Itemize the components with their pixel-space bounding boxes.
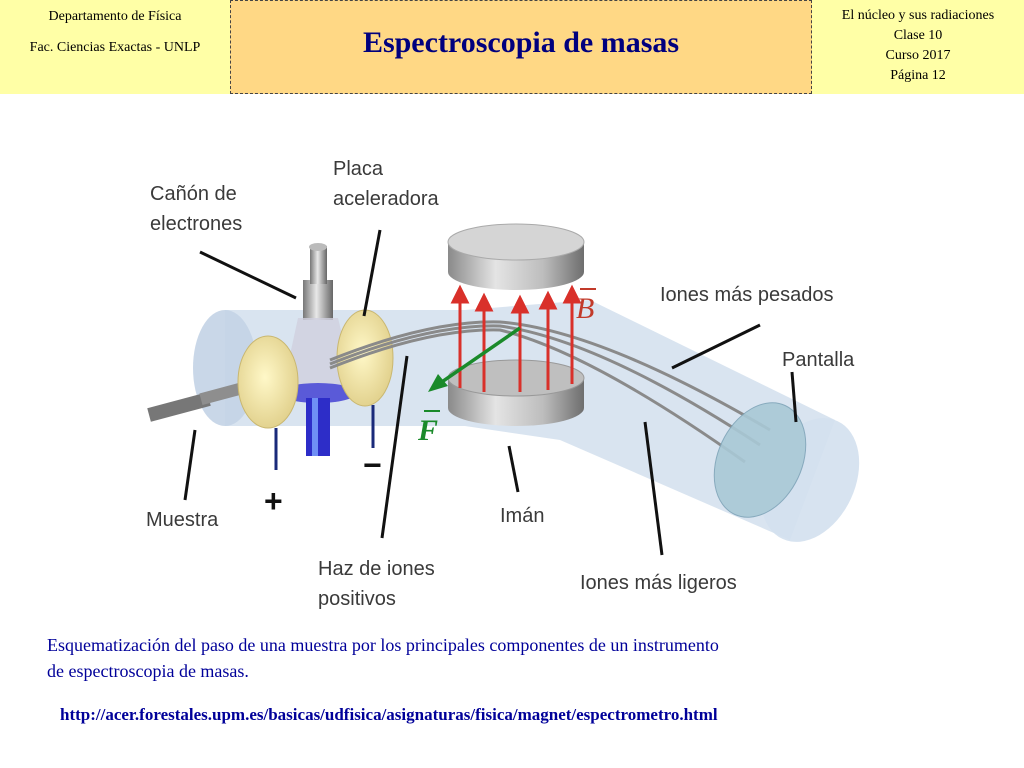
label-haz-line1: Haz de iones	[318, 558, 435, 580]
label-iones-ligeros: Iones más ligeros	[580, 572, 737, 594]
page-number: Página 12	[890, 68, 946, 83]
electron-gun	[280, 243, 356, 456]
header-course-box: El núcleo y sus radiaciones Clase 10 Cur…	[812, 0, 1024, 94]
course-topic: El núcleo y sus radiaciones	[841, 8, 995, 23]
caption-line2: de espectroscopia de masas.	[47, 661, 249, 681]
label-canon-line2: electrones	[150, 213, 242, 235]
symbol-b: B	[576, 288, 596, 325]
label-haz-line2: positivos	[318, 588, 396, 610]
label-iones-pesados: Iones más pesados	[660, 284, 833, 306]
label-f: F	[417, 414, 438, 447]
mass-spectrometer-diagram: Cañón de electrones Placa aceleradora Io…	[146, 158, 860, 610]
figure-caption: Esquematización del paso de una muestra …	[47, 632, 927, 684]
header-title-box: Espectroscopia de masas	[230, 0, 812, 94]
label-muestra: Muestra	[146, 509, 219, 531]
label-minus: −	[363, 447, 382, 483]
course-year: Curso 2017	[885, 48, 951, 63]
sample-plate-disc	[237, 335, 299, 429]
label-canon-line1: Cañón de	[150, 183, 237, 205]
label-placa-line1: Placa	[333, 158, 384, 180]
label-plus: +	[264, 483, 283, 519]
class-number: Clase 10	[893, 28, 943, 43]
source-link[interactable]: http://acer.forestales.upm.es/basicas/ud…	[60, 705, 718, 724]
label-b: B	[576, 292, 594, 325]
force-arrow	[428, 326, 521, 392]
label-iman: Imán	[500, 505, 544, 527]
header-department-box: Departamento de Física Fac. Ciencias Exa…	[0, 0, 230, 94]
ion-beams	[329, 320, 771, 464]
faculty-name: Fac. Ciencias Exactas - UNLP	[29, 40, 201, 55]
label-pantalla: Pantalla	[782, 349, 855, 371]
label-placa-line2: aceleradora	[333, 188, 440, 210]
symbol-f: F	[417, 410, 440, 447]
magnetic-field-arrows	[450, 284, 582, 392]
leader-lines	[183, 229, 798, 556]
page-title: Espectroscopia de masas	[362, 26, 680, 59]
caption-line1: Esquematización del paso de una muestra …	[47, 635, 719, 655]
magnet	[447, 223, 585, 426]
detector-screen	[713, 402, 807, 518]
department-name: Departamento de Física	[48, 9, 182, 24]
